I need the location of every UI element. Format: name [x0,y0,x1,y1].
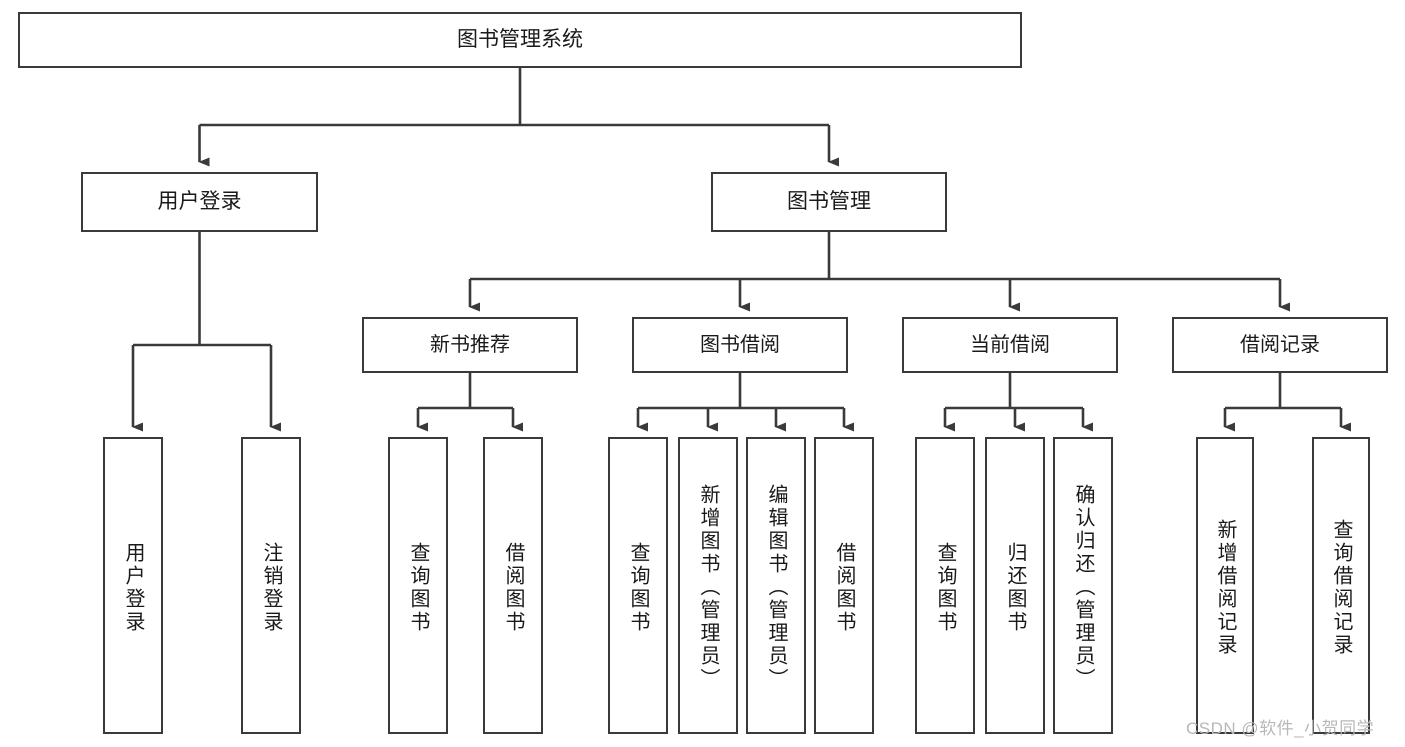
node-new-book-recommend-label: 新书推荐 [430,333,510,356]
node-leaf-logout[interactable]: 注销登录 [241,437,301,734]
node-leaf-return-book-label: 归还图书 [1004,541,1026,634]
node-root[interactable]: 图书管理系统 [18,12,1022,68]
node-leaf-query-book-3[interactable]: 查询图书 [915,437,975,734]
node-leaf-borrow-book-2-label: 借阅图书 [833,541,855,634]
node-leaf-borrow-book-2[interactable]: 借阅图书 [814,437,874,734]
node-leaf-confirm-return-admin[interactable]: 确认归还（管理员） [1053,437,1113,734]
node-book-borrow[interactable]: 图书借阅 [632,317,848,373]
node-leaf-query-book-2-label: 查询图书 [627,541,649,634]
node-book-management-label: 图书管理 [787,189,871,213]
node-book-management[interactable]: 图书管理 [711,172,947,232]
node-leaf-add-book-admin-label: 新增图书（管理员） [697,484,719,691]
node-leaf-add-borrow-record[interactable]: 新增借阅记录 [1196,437,1254,734]
node-root-label: 图书管理系统 [457,27,583,51]
node-leaf-add-book-admin[interactable]: 新增图书（管理员） [678,437,738,734]
node-leaf-edit-book-admin-label: 编辑图书（管理员） [765,484,787,691]
node-leaf-query-borrow-record[interactable]: 查询借阅记录 [1312,437,1370,734]
node-leaf-query-book-2[interactable]: 查询图书 [608,437,668,734]
node-leaf-return-book[interactable]: 归还图书 [985,437,1045,734]
node-current-borrow-label: 当前借阅 [970,333,1050,356]
node-user-login[interactable]: 用户登录 [81,172,318,232]
node-borrow-record-label: 借阅记录 [1240,333,1320,356]
node-leaf-user-login[interactable]: 用户登录 [103,437,163,734]
node-leaf-query-book-1-label: 查询图书 [407,541,429,634]
node-leaf-logout-label: 注销登录 [260,541,282,634]
node-leaf-user-login-label: 用户登录 [122,541,144,634]
node-current-borrow[interactable]: 当前借阅 [902,317,1118,373]
node-user-login-label: 用户登录 [157,189,242,213]
node-leaf-borrow-book-1-label: 借阅图书 [502,541,524,634]
node-new-book-recommend[interactable]: 新书推荐 [362,317,578,373]
watermark: CSDN @软件_小贺同学 [1186,719,1375,738]
node-leaf-add-borrow-record-label: 新增借阅记录 [1214,518,1236,657]
node-leaf-borrow-book-1[interactable]: 借阅图书 [483,437,543,734]
node-book-borrow-label: 图书借阅 [700,333,780,356]
node-leaf-query-borrow-record-label: 查询借阅记录 [1330,518,1352,657]
node-borrow-record[interactable]: 借阅记录 [1172,317,1388,373]
edge-group [131,68,1351,432]
node-leaf-query-book-3-label: 查询图书 [934,541,956,634]
node-leaf-confirm-return-admin-label: 确认归还（管理员） [1072,484,1094,691]
node-leaf-query-book-1[interactable]: 查询图书 [388,437,448,734]
node-leaf-edit-book-admin[interactable]: 编辑图书（管理员） [746,437,806,734]
